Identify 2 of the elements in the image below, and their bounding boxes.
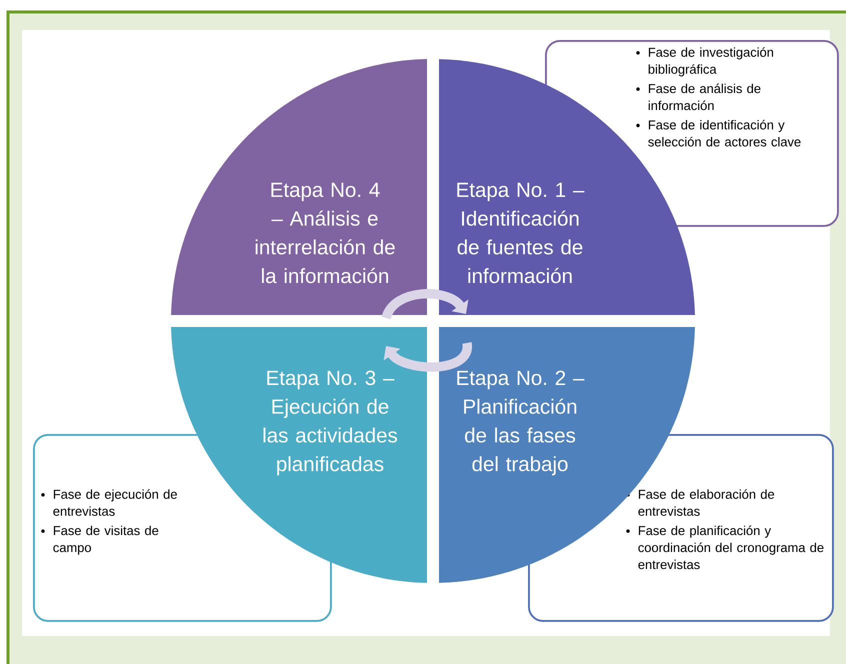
curved-arrow [384, 342, 472, 372]
quadrant-segment: Etapa No. 4 – Análisis e interrelación de la información [171, 59, 427, 315]
